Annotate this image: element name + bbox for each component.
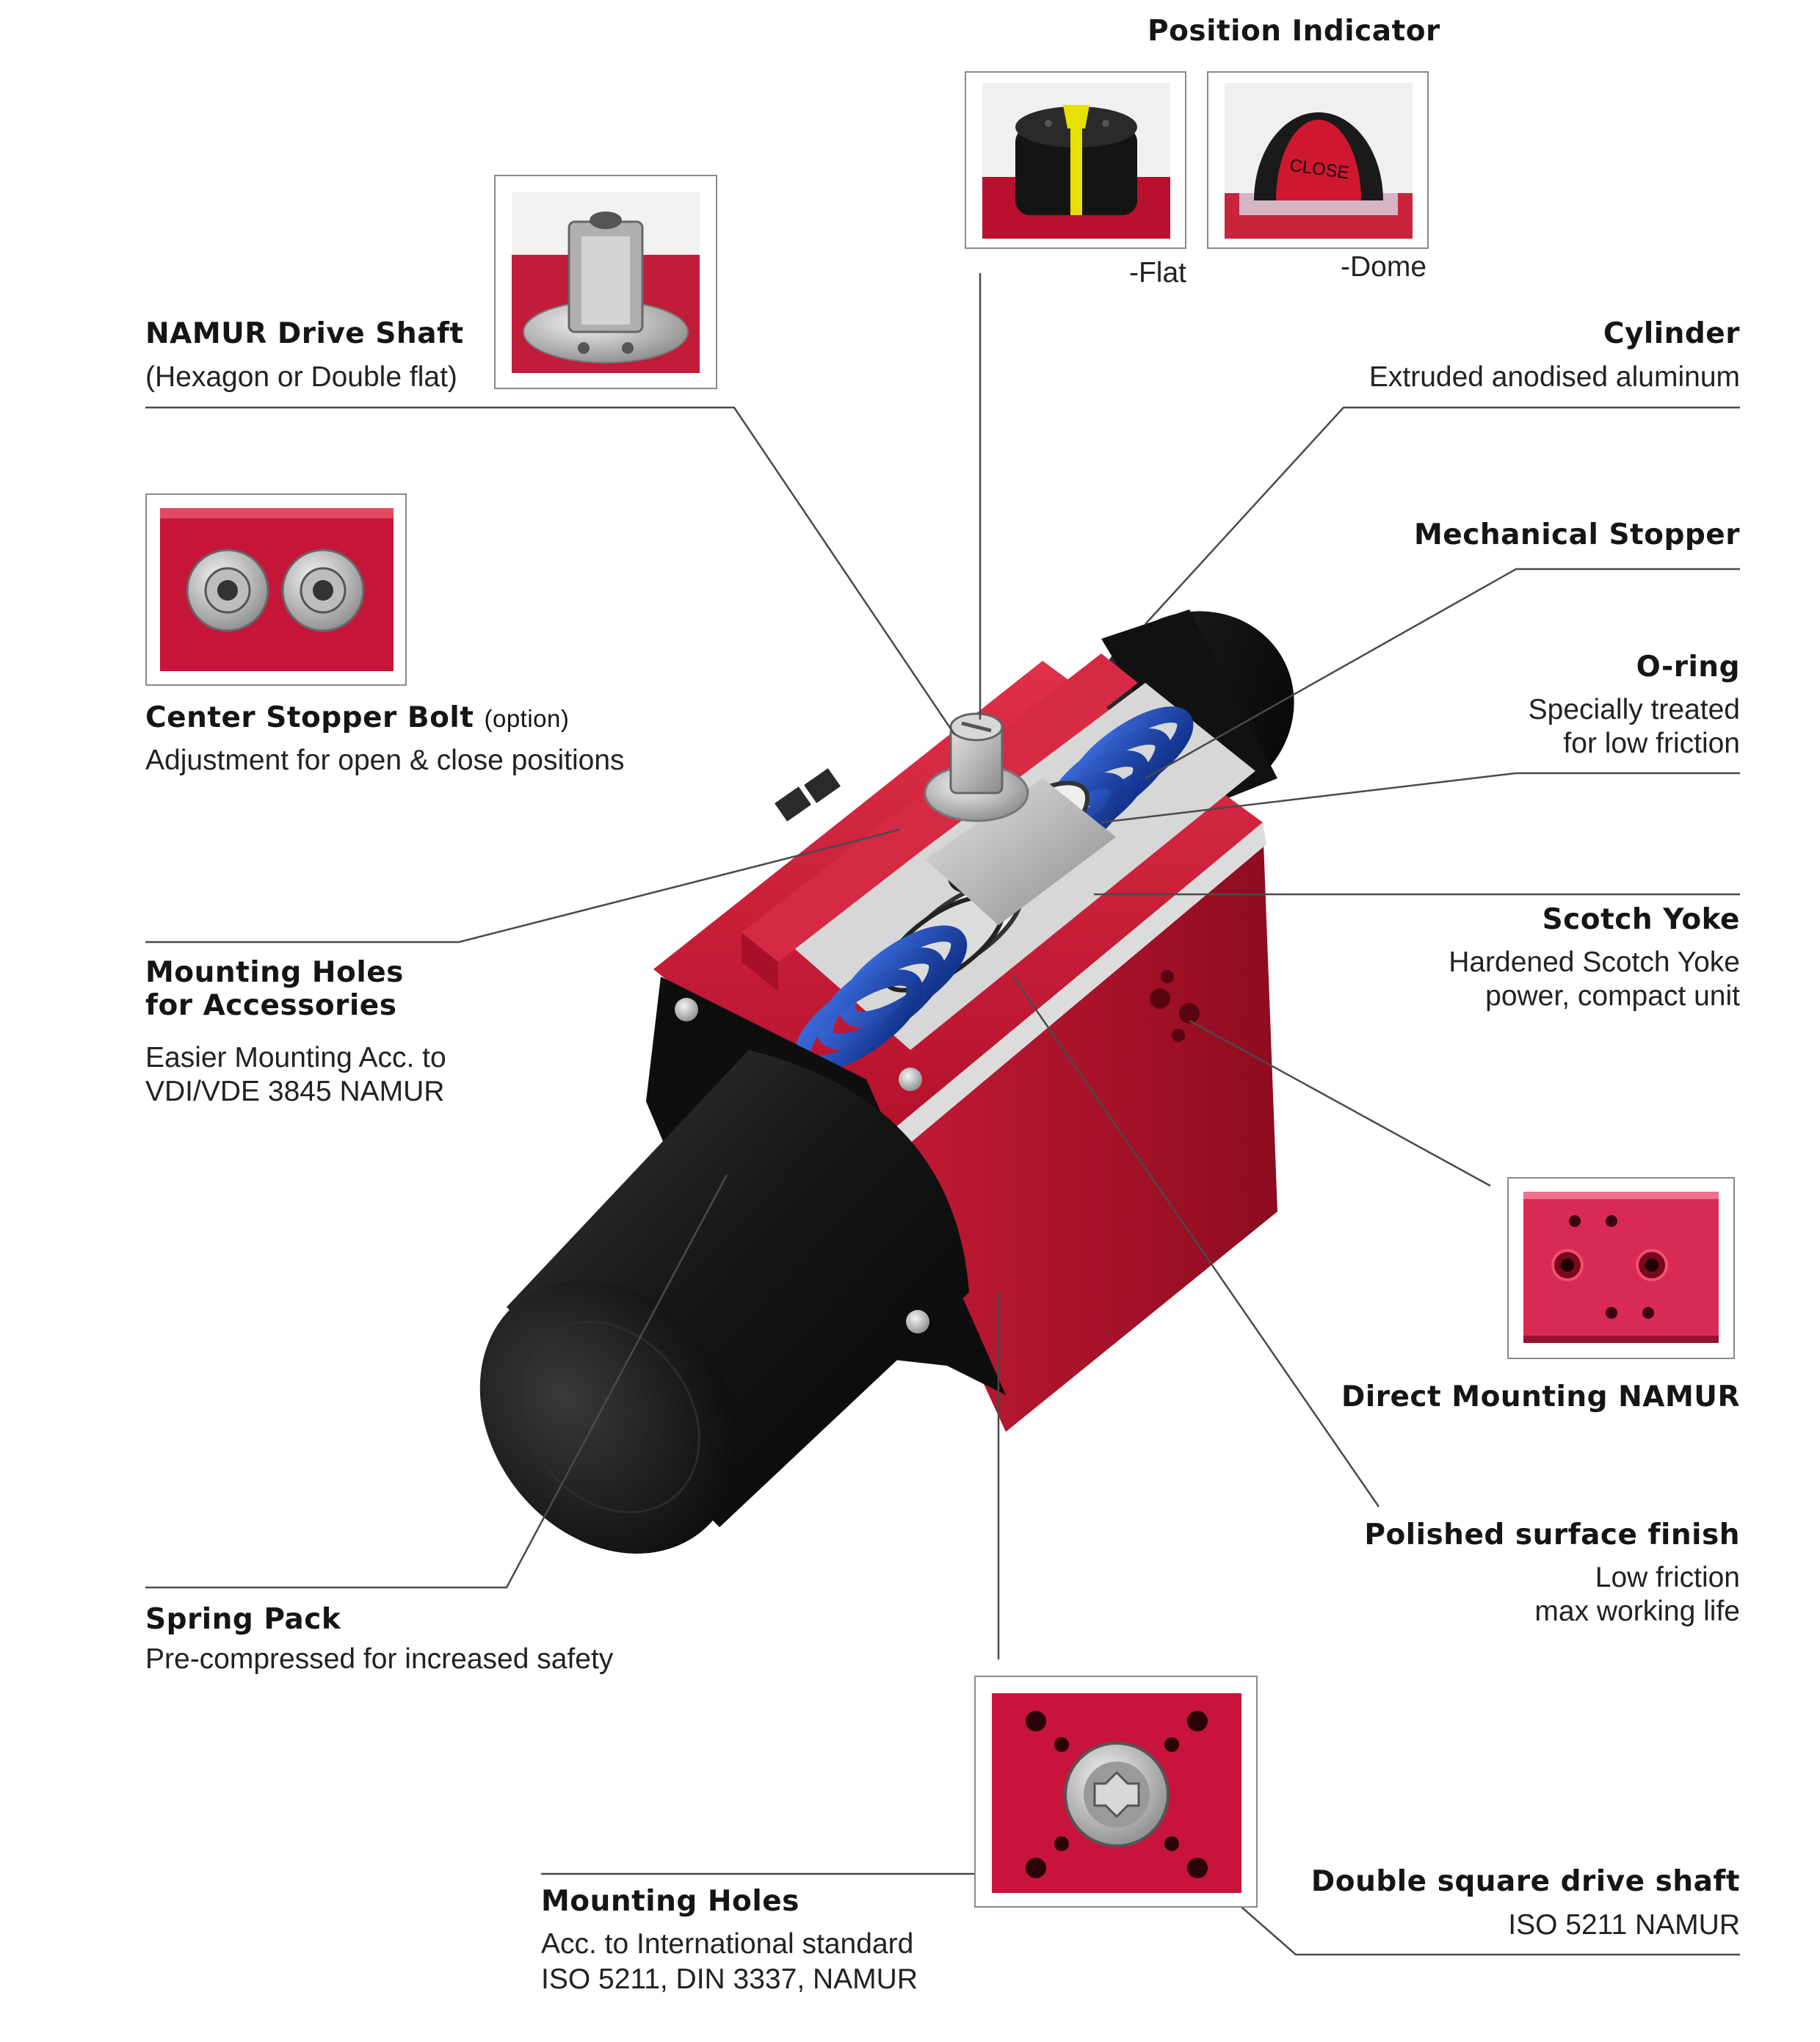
position-indicator-title: Position Indicator: [1148, 15, 1440, 48]
scotch-yoke-desc-1: Hardened Scotch Yoke: [1449, 946, 1740, 978]
cylinder-title: Cylinder: [1603, 317, 1740, 350]
leader-polished-surface: [1012, 976, 1380, 1507]
mechanical-stopper-title: Mechanical Stopper: [1413, 518, 1740, 551]
o-ring-title: O-ring: [1636, 651, 1740, 684]
leader-cylinder: [1145, 406, 1740, 625]
leader-direct-mounting: [1189, 1019, 1491, 1187]
indicator-dome-label: -Dome: [1341, 251, 1427, 283]
stopper-bolts: [775, 768, 841, 822]
leader-mechanical-stopper: [1145, 568, 1740, 780]
scotch-yoke-title: Scotch Yoke: [1542, 903, 1740, 936]
namur-drive-shaft-desc: (Hexagon or Double flat): [145, 361, 457, 393]
actuator-body-side: [874, 822, 1277, 1432]
cylinder-desc: Extruded anodised aluminum: [1368, 361, 1740, 393]
blue-springs-front: [794, 925, 968, 1072]
center-stopper-bolt-name: Center Stopper Bolt: [145, 701, 474, 734]
center-stopper-bolt-title: Center Stopper Bolt (option): [145, 701, 569, 734]
mounting-accessories-desc-1: Easier Mounting Acc. to: [145, 1042, 446, 1074]
spring-pack-desc: Pre-compressed for increased safety: [145, 1643, 614, 1675]
leader-o-ring: [1101, 772, 1740, 824]
indicator-flat-label: -Flat: [1129, 257, 1186, 289]
leader-mounting-accessories: [145, 828, 900, 944]
leader-namur-drive-shaft: [145, 406, 956, 735]
spring-pack-title: Spring Pack: [145, 1603, 341, 1636]
o-ring-desc-2: for low friction: [1563, 728, 1740, 759]
double-square-title: Double square drive shaft: [1310, 1865, 1740, 1898]
front-end-cap: [479, 1050, 969, 1554]
mounting-holes-desc-1: Acc. to International standard: [541, 1928, 914, 1960]
drive-shaft: [924, 712, 1029, 822]
direct-mounting-thumb: [1507, 1177, 1735, 1359]
center-stopper-bolt-thumb: [145, 493, 407, 686]
namur-drive-shaft-thumb: [494, 175, 717, 389]
yoke-housing: [925, 778, 1116, 925]
mounting-accessories-desc-2: VDI/VDE 3845 NAMUR: [145, 1076, 445, 1107]
direct-mounting-title: Direct Mounting NAMUR: [1341, 1380, 1740, 1413]
center-stopper-bolt-option: (option): [484, 705, 570, 732]
center-stopper-bolt-desc: Adjustment for open & close positions: [145, 745, 625, 776]
scotch-yoke-desc-2: power, compact unit: [1485, 980, 1740, 1012]
polished-surface-desc-1: Low friction: [1595, 1562, 1740, 1593]
mounting-holes-title: Mounting Holes: [541, 1885, 800, 1918]
indicator-dome-thumb: CLOSE: [1207, 71, 1429, 249]
leader-spring-pack: [145, 1174, 728, 1589]
double-square-desc: ISO 5211 NAMUR: [1508, 1909, 1740, 1941]
mounting-accessories-title-1: Mounting Holes: [145, 956, 404, 989]
namur-drive-shaft-title: NAMUR Drive Shaft: [145, 317, 464, 350]
side-namur-holes: [1150, 970, 1200, 1042]
polished-surface-title: Polished surface finish: [1364, 1518, 1740, 1552]
polished-surface-desc-2: max working life: [1534, 1596, 1740, 1627]
mounting-holes-desc-2: ISO 5211, DIN 3337, NAMUR: [541, 1963, 918, 1995]
indicator-flat-thumb: [965, 71, 1186, 249]
mounting-accessories-title-2: for Accessories: [145, 989, 397, 1022]
mounting-holes-thumb: [974, 1676, 1258, 1908]
cap-screws: [675, 998, 929, 1333]
o-ring-desc-1: Specially treated: [1528, 694, 1740, 725]
